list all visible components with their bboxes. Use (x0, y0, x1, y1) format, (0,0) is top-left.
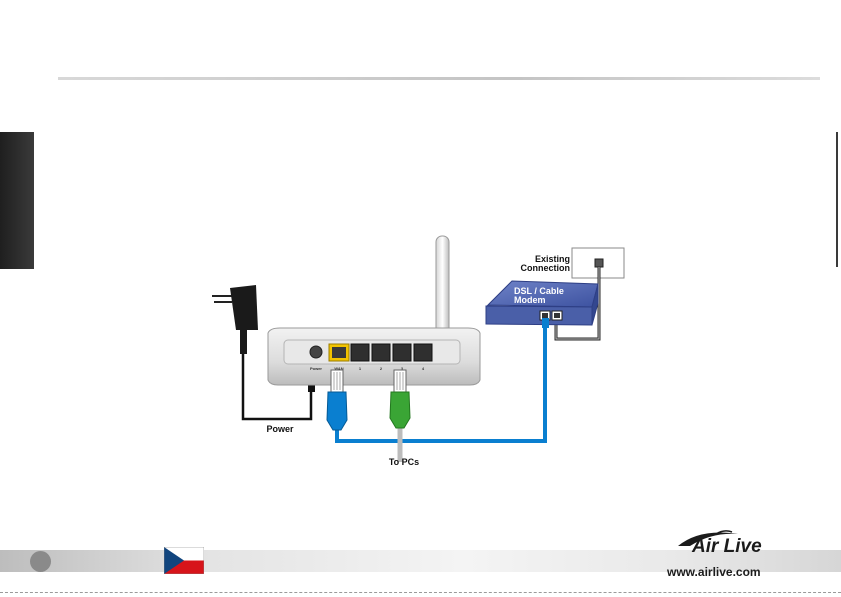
power-label: Power (266, 424, 294, 434)
brand-name: Air Live (692, 536, 762, 558)
crop-marks (0, 592, 841, 593)
existing-label-2: Connection (521, 263, 571, 273)
brand-url: www.airlive.com (667, 565, 761, 579)
power-adapter (212, 285, 258, 354)
to-pcs-label: To PCs (389, 457, 419, 467)
router (268, 328, 480, 385)
modem-plug (542, 318, 549, 328)
czech-flag-icon (164, 547, 204, 574)
modem-label-2: Modem (514, 295, 546, 305)
port-power-label: Power (310, 366, 322, 371)
page-number-dot (30, 551, 51, 572)
